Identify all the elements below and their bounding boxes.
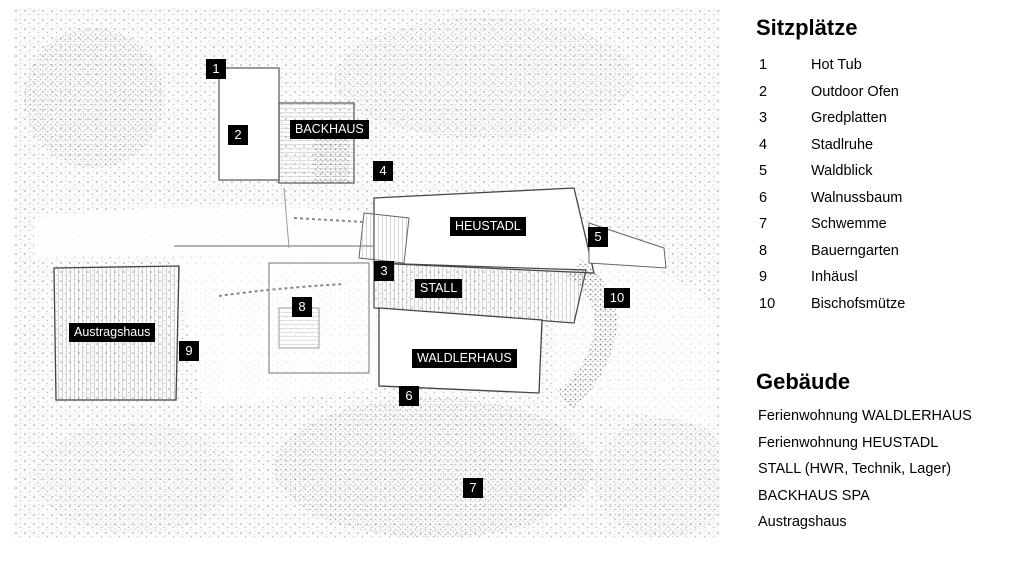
building-item: Ferienwohnung HEUSTADL	[758, 434, 939, 451]
map-pin-2: 2	[228, 125, 248, 145]
seating-number: 5	[759, 163, 768, 179]
site-map: BACKHAUS HEUSTADL STALL WALDLERHAUS Aust…	[14, 8, 734, 538]
seating-label: Schwemme	[811, 216, 887, 232]
building-item: STALL (HWR, Technik, Lager)	[758, 461, 952, 477]
map-pin-1: 1	[206, 59, 226, 79]
seating-number: 8	[759, 242, 768, 259]
map-pin-8: 8	[292, 297, 312, 317]
seating-number: 6	[759, 189, 768, 206]
seating-label: Walnussbaum	[811, 189, 903, 206]
seating-number: 1	[759, 57, 768, 73]
building-label-backhaus: BACKHAUS	[290, 120, 369, 139]
building-item: Austragshaus	[758, 514, 847, 530]
map-pin-5: 5	[588, 227, 608, 247]
buildings-title: Gebäude	[756, 369, 851, 394]
buildings-legend: Gebäude Ferienwohnung WALDLERHAUS Ferienw…	[756, 369, 1016, 549]
seating-number: 9	[759, 269, 768, 285]
aerial-sketch	[14, 8, 734, 538]
building-item: BACKHAUS SPA	[758, 487, 870, 504]
building-label-austragshaus: Austragshaus	[69, 323, 156, 342]
building-label-stall: STALL	[415, 279, 463, 298]
building-label-waldlerhaus: WALDLERHAUS	[412, 349, 517, 368]
seating-number: 10	[759, 295, 776, 312]
seating-label: Gredplatten	[811, 110, 887, 126]
map-pin-6: 6	[399, 386, 419, 406]
seating-legend: Sitzplätze 1 Hot Tub 2 Outdoor Ofen 3 Gredpla…	[756, 15, 1016, 315]
seating-label: Outdoor Ofen	[811, 83, 899, 100]
building-item: Ferienwohnung WALDLERHAUS	[758, 408, 972, 424]
map-pin-10: 10	[604, 288, 630, 308]
map-pin-7: 7	[463, 478, 483, 498]
seating-label: Bauerngarten	[811, 242, 899, 259]
seating-label: Hot Tub	[811, 57, 862, 73]
map-pin-4: 4	[373, 161, 393, 181]
seating-title: Sitzplätze	[756, 15, 858, 40]
building-label-heustadl: HEUSTADL	[450, 217, 526, 236]
seating-number: 3	[759, 110, 768, 126]
seating-number: 2	[759, 83, 768, 100]
map-pin-9: 9	[179, 341, 199, 361]
seating-label: Waldblick	[811, 163, 873, 179]
seating-label: Stadlruhe	[811, 136, 874, 153]
seating-number: 4	[759, 136, 768, 153]
seating-label: Bischofsmütze	[811, 295, 906, 312]
map-pin-3: 3	[374, 261, 394, 281]
seating-label: Inhäusl	[811, 269, 858, 285]
seating-number: 7	[759, 216, 768, 232]
